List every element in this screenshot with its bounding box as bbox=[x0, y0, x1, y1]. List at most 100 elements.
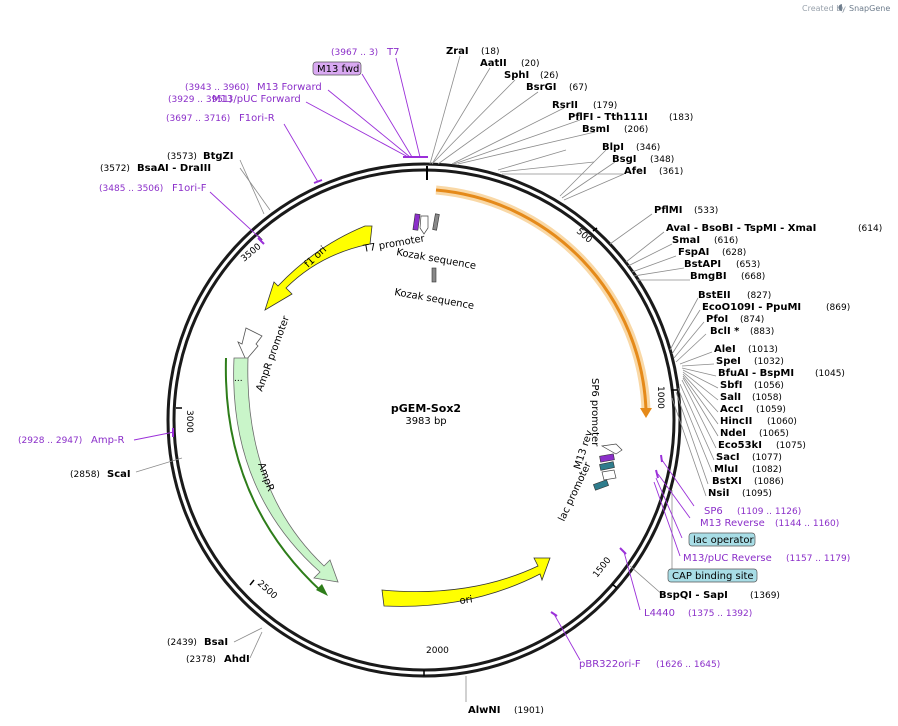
lac-promoter-feature[interactable] bbox=[601, 469, 617, 481]
enzyme-leaders bbox=[135, 55, 719, 702]
primer-label: F1ori-R bbox=[239, 113, 275, 124]
ampr-orf-line bbox=[224, 357, 323, 593]
t7-promoter-feature[interactable] bbox=[419, 215, 429, 235]
tick-label-500: 500 bbox=[574, 227, 594, 246]
kozak-label-2: Kozak sequence bbox=[393, 287, 474, 312]
enzyme-label: BsgI bbox=[612, 154, 636, 165]
enzyme-label: PfoI bbox=[706, 314, 728, 325]
enzyme-label: BclI * bbox=[710, 326, 740, 337]
enzyme-pos: (1095) bbox=[742, 489, 772, 499]
enzyme-labels: ZraI (18) AatII (20) SphI (26) BsrGI (67… bbox=[446, 46, 882, 716]
cap-binding-site-box[interactable] bbox=[667, 568, 758, 583]
plasmid-name: pGEM-Sox2 bbox=[391, 402, 461, 415]
enzyme-label: RsrII bbox=[552, 100, 578, 111]
primer-pos: (1375 .. 1392) bbox=[688, 609, 752, 619]
enzyme-pos: (1077) bbox=[752, 453, 782, 463]
enzyme-label: AvaI - BsoBI - TspMI - XmaI bbox=[666, 223, 816, 234]
primer-label: Amp-R bbox=[91, 435, 125, 446]
primer-label: F1ori-F bbox=[172, 183, 207, 194]
enzyme-pos: (668) bbox=[741, 272, 765, 282]
primer-pos: (2928 .. 2947) bbox=[18, 436, 82, 446]
enzyme-label: AhdI bbox=[224, 654, 250, 665]
enzyme-pos: (628) bbox=[722, 248, 746, 258]
enzyme-pos: (533) bbox=[694, 206, 718, 216]
cap-site-feature[interactable] bbox=[593, 479, 609, 491]
enzyme-label: BstAPI bbox=[684, 259, 721, 270]
enzyme-pos: (1901) bbox=[514, 706, 544, 716]
enzyme-label: ZraI bbox=[446, 46, 469, 57]
primer-pos: (3967 .. 3) bbox=[331, 48, 378, 58]
ampr-dots: ... bbox=[234, 374, 243, 384]
enzyme-pos: (1059) bbox=[756, 405, 786, 415]
enzyme-label: BstEII bbox=[698, 290, 731, 301]
f1-ori-feature[interactable] bbox=[264, 225, 373, 311]
enzyme-pos: (348) bbox=[650, 155, 674, 165]
lac-operator-box[interactable] bbox=[688, 532, 756, 547]
plasmid-size: 3983 bp bbox=[405, 416, 446, 427]
sp6-primer-bar bbox=[660, 454, 663, 463]
enzyme-label: BsaI bbox=[204, 637, 228, 648]
enzyme-pos: (1369) bbox=[750, 591, 780, 601]
primer-pos: (1109 .. 1126) bbox=[737, 507, 801, 517]
enzyme-label: BfuAI - BspMI bbox=[718, 368, 794, 379]
ampr-promoter-feature[interactable] bbox=[237, 327, 263, 361]
ori-feature[interactable] bbox=[381, 557, 551, 607]
t7-primer-mark[interactable] bbox=[412, 213, 421, 231]
primer-labels: (3967 .. 3) T7 M13 fwd (3943 .. 3960) M1… bbox=[18, 47, 850, 670]
enzyme-pos: (869) bbox=[826, 303, 850, 313]
enzyme-pos: (1082) bbox=[752, 465, 782, 475]
enzyme-pos: (1045) bbox=[815, 369, 845, 379]
primer-pos: (1144 .. 1160) bbox=[775, 519, 839, 529]
enzyme-label: AleI bbox=[714, 344, 736, 355]
sp6-promoter-feature[interactable] bbox=[600, 443, 623, 455]
enzyme-label: SalI bbox=[720, 392, 741, 403]
enzyme-label: BtgZI bbox=[203, 151, 234, 162]
lac-operator-feature[interactable] bbox=[599, 461, 615, 471]
enzyme-label: SbfI bbox=[720, 380, 742, 391]
sp6-promoter-label: SP6 promoter bbox=[589, 378, 600, 447]
enzyme-pos: (18) bbox=[481, 47, 499, 57]
enzyme-label: SacI bbox=[716, 452, 740, 463]
enzyme-pos: (361) bbox=[659, 167, 683, 177]
ampr-feature[interactable] bbox=[233, 357, 339, 583]
tick-label-3500: 3500 bbox=[240, 242, 264, 265]
primer-leaders bbox=[133, 57, 695, 661]
primer-label: SP6 bbox=[704, 506, 723, 517]
enzyme-label: Eco53kI bbox=[718, 440, 762, 451]
enzyme-pos: (616) bbox=[714, 236, 738, 246]
enzyme-pos: (874) bbox=[740, 315, 764, 325]
primer-label: M13 Reverse bbox=[700, 518, 765, 529]
enzyme-label: ScaI bbox=[107, 469, 131, 480]
enzyme-labels-left: (3573) BtgZI (3572) BsaAI - DraIII (2858… bbox=[70, 151, 250, 665]
enzyme-label: AlwNI bbox=[468, 705, 501, 716]
enzyme-pos: (1065) bbox=[759, 429, 789, 439]
tick-label-2000: 2000 bbox=[426, 646, 449, 656]
created-by-text: Created by bbox=[802, 4, 846, 13]
m13-fwd-box[interactable] bbox=[312, 61, 362, 76]
primer-pos: (3929 .. 3951) bbox=[168, 95, 232, 105]
cap-binding-site-label: CAP binding site bbox=[672, 571, 754, 582]
enzyme-label: NsiI bbox=[708, 488, 729, 499]
m13-rev-feature[interactable] bbox=[599, 453, 615, 463]
primer-label: T7 bbox=[386, 47, 399, 58]
enzyme-pos: (3572) bbox=[100, 164, 130, 174]
enzyme-label: FspAI bbox=[678, 247, 709, 258]
f1ori-f-primer-bar bbox=[257, 237, 265, 245]
primer-pos: (3943 .. 3960) bbox=[185, 83, 249, 93]
m13-reverse-primer-bar bbox=[655, 469, 659, 479]
enzyme-label: BsaAI - DraIII bbox=[137, 163, 211, 174]
insert-feature[interactable] bbox=[435, 188, 648, 411]
kozak-mark-2[interactable] bbox=[431, 267, 437, 283]
enzyme-label: SmaI bbox=[672, 235, 700, 246]
enzyme-label: BmgBI bbox=[690, 271, 727, 282]
enzyme-label: EcoO109I - PpuMI bbox=[702, 302, 801, 313]
enzyme-label: PflFI - Tth111I bbox=[568, 112, 648, 123]
m13-fwd-label: M13 fwd bbox=[317, 64, 359, 75]
enzyme-label: NdeI bbox=[720, 428, 746, 439]
enzyme-label: HincII bbox=[720, 416, 752, 427]
primer-pos: (3485 .. 3506) bbox=[99, 184, 163, 194]
kozak-mark-1[interactable] bbox=[432, 213, 440, 231]
enzyme-pos: (2858) bbox=[70, 470, 100, 480]
primer-pos: (1626 .. 1645) bbox=[656, 660, 720, 670]
